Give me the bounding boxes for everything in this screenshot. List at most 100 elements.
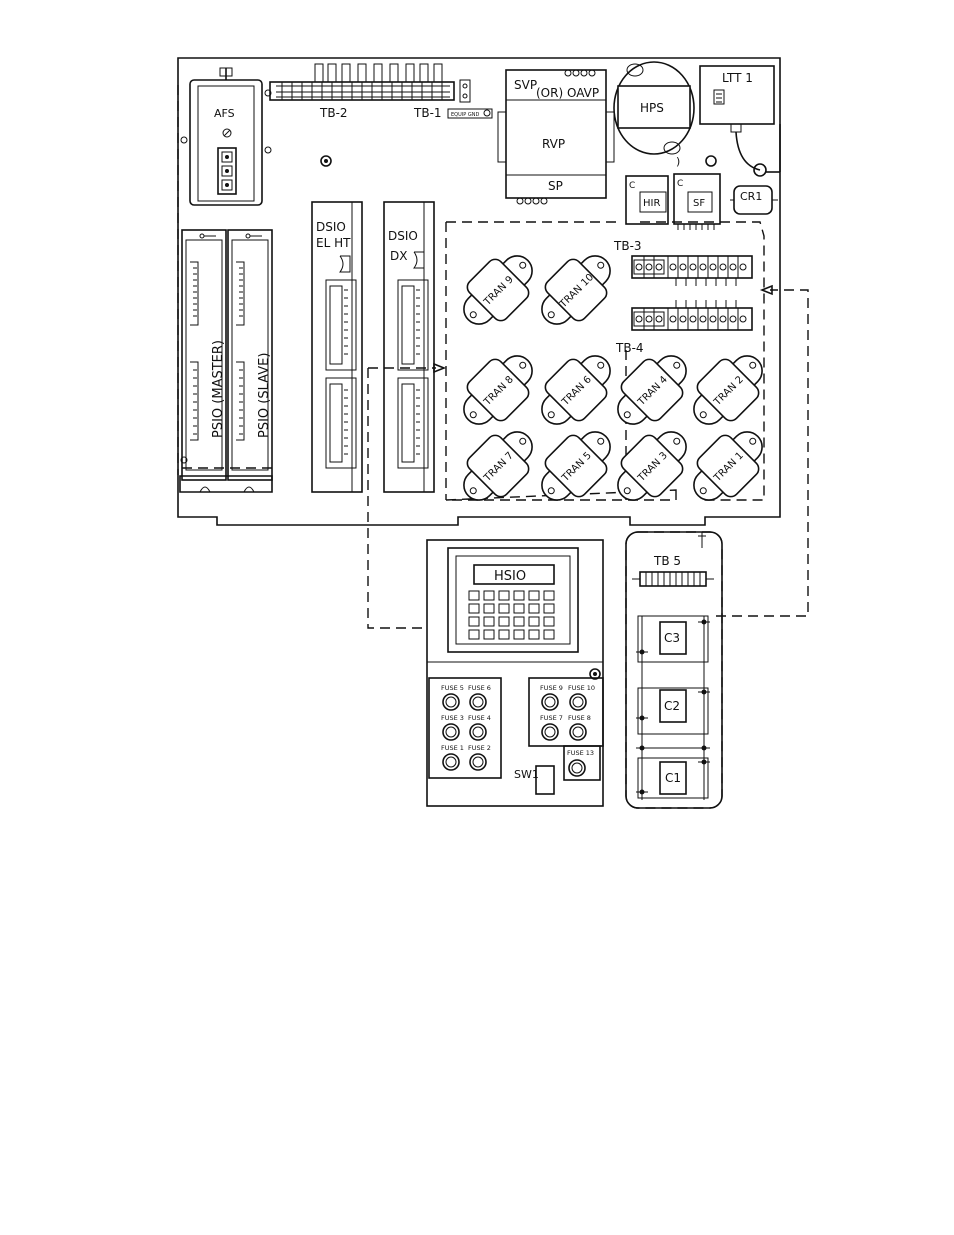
- c-small-1: C: [629, 181, 635, 191]
- keypad-key[interactable]: [513, 603, 525, 614]
- fuse-label: FUSE 1: [441, 744, 464, 752]
- keypad-key[interactable]: [543, 629, 555, 640]
- ground-screw-icon: [320, 155, 332, 167]
- psio-slave-label: PSIO (SLAVE): [257, 353, 272, 438]
- mount-hole-icon: [519, 437, 527, 445]
- tb1-label: TB-1: [413, 106, 442, 120]
- keypad-key[interactable]: [498, 590, 510, 601]
- transformer: TRAN 9: [463, 255, 533, 325]
- mount-hole-icon: [597, 261, 605, 269]
- mount-hole-icon: [547, 411, 555, 419]
- keypad-key[interactable]: [468, 616, 480, 627]
- fuse-holder-icon[interactable]: [541, 723, 559, 741]
- fuse-holder-icon[interactable]: [469, 693, 487, 711]
- relay-row: HIR C SF C CR1: [625, 173, 778, 230]
- mount-hole-icon: [547, 487, 555, 495]
- mount-hole-icon: [623, 411, 631, 419]
- mount-hole-icon: [749, 361, 757, 369]
- hsio-label: HSIO: [494, 569, 526, 584]
- regulator-stack: SVP (OR) OAVP RVP SP: [497, 69, 615, 205]
- cr1-label: CR1: [740, 190, 762, 203]
- tb-strip-top: TB-2 TB-1 EQUIP GND: [269, 63, 493, 167]
- capacitor-panel: TB 5 C3 C2 C1: [625, 531, 723, 809]
- mount-hole-icon: [547, 311, 555, 319]
- mount-hole-icon: [519, 261, 527, 269]
- mount-hole-icon: [597, 437, 605, 445]
- connection-lines: [367, 284, 809, 629]
- sf-label: SF: [693, 198, 705, 209]
- tb4-block: TB-4: [615, 300, 753, 355]
- mount-hole-icon: [469, 411, 477, 419]
- fuse-label: FUSE 7: [540, 714, 563, 722]
- keypad-key[interactable]: [513, 590, 525, 601]
- keypad-key[interactable]: [528, 616, 540, 627]
- keypad-key[interactable]: [513, 629, 525, 640]
- mount-hole-icon: [469, 487, 477, 495]
- svg-text:): ): [676, 155, 680, 168]
- mount-hole-icon: [749, 437, 757, 445]
- fuse-holder-icon[interactable]: [469, 723, 487, 741]
- transformer: TRAN 8: [463, 355, 533, 425]
- afs-label: AFS: [214, 107, 235, 120]
- keypad-key[interactable]: [528, 590, 540, 601]
- fuse-holder-icon[interactable]: [569, 723, 587, 741]
- keypad-key[interactable]: [483, 629, 495, 640]
- transformer: TRAN 1: [693, 431, 763, 501]
- transformer: TRAN 2: [693, 355, 763, 425]
- keypad-key[interactable]: [543, 590, 555, 601]
- main-panel: [177, 57, 781, 526]
- psio-slave-card: PSIO (SLAVE): [227, 229, 273, 481]
- psio-master-label: PSIO (MASTER): [211, 340, 226, 438]
- keypad-key[interactable]: [483, 590, 495, 601]
- c1-label: C1: [665, 771, 681, 785]
- fuse-holder-icon[interactable]: [569, 693, 587, 711]
- fuse-holder-icon[interactable]: [469, 753, 487, 771]
- keypad-key[interactable]: [483, 603, 495, 614]
- fuse-label: FUSE 9: [540, 684, 563, 692]
- c3-label: C3: [664, 631, 680, 645]
- fuse-label: FUSE 3: [441, 714, 464, 722]
- fuse-label: FUSE 8: [568, 714, 591, 722]
- keypad-key[interactable]: [498, 616, 510, 627]
- oavp-label: (OR) OAVP: [536, 86, 599, 100]
- keypad-key[interactable]: [528, 603, 540, 614]
- tb3-label: TB-3: [613, 239, 642, 253]
- transformer: TRAN 4: [617, 355, 687, 425]
- ltt1-label: LTT 1: [722, 71, 753, 85]
- transformer: TRAN 6: [541, 355, 611, 425]
- fuse-label: FUSE 4: [468, 714, 491, 722]
- transformer: TRAN 5: [541, 431, 611, 501]
- keypad-key[interactable]: [483, 616, 495, 627]
- keypad-key[interactable]: [513, 616, 525, 627]
- keypad-key[interactable]: [543, 616, 555, 627]
- dsio-dx-card: DSIO DX: [383, 201, 435, 493]
- sp-label: SP: [548, 179, 563, 193]
- psio-master-card: PSIO (MASTER): [181, 229, 227, 481]
- keypad-key[interactable]: [498, 629, 510, 640]
- dsio-el-ht-label-2: EL HT: [316, 236, 351, 250]
- rvp-label: RVP: [542, 137, 565, 151]
- afs-module: AFS: [189, 67, 272, 206]
- fuse-holder-icon[interactable]: [442, 723, 460, 741]
- fuse-holder-icon[interactable]: [442, 753, 460, 771]
- keypad-key[interactable]: [543, 603, 555, 614]
- keypad-key[interactable]: [468, 603, 480, 614]
- fuse-label: FUSE 6: [468, 684, 491, 692]
- afs-screw-icon: [222, 128, 232, 138]
- keypad-key[interactable]: [528, 629, 540, 640]
- keypad-key[interactable]: [468, 629, 480, 640]
- tb5-label: TB 5: [653, 554, 681, 568]
- fuse-holder-icon[interactable]: [541, 693, 559, 711]
- hsio-keypad: [468, 590, 555, 640]
- mount-hole-icon: [469, 311, 477, 319]
- mount-hole-icon: [699, 411, 707, 419]
- equip-gnd-label: EQUIP GND: [451, 112, 479, 118]
- dsio-dx-label-2: DX: [390, 249, 407, 263]
- tb4-label: TB-4: [615, 341, 644, 355]
- fuse-holder-icon[interactable]: [442, 693, 460, 711]
- keypad-key[interactable]: [468, 590, 480, 601]
- keypad-key[interactable]: [498, 603, 510, 614]
- dsio-dx-label-1: DSIO: [388, 229, 418, 243]
- dsio-el-ht-label-1: DSIO: [316, 220, 346, 234]
